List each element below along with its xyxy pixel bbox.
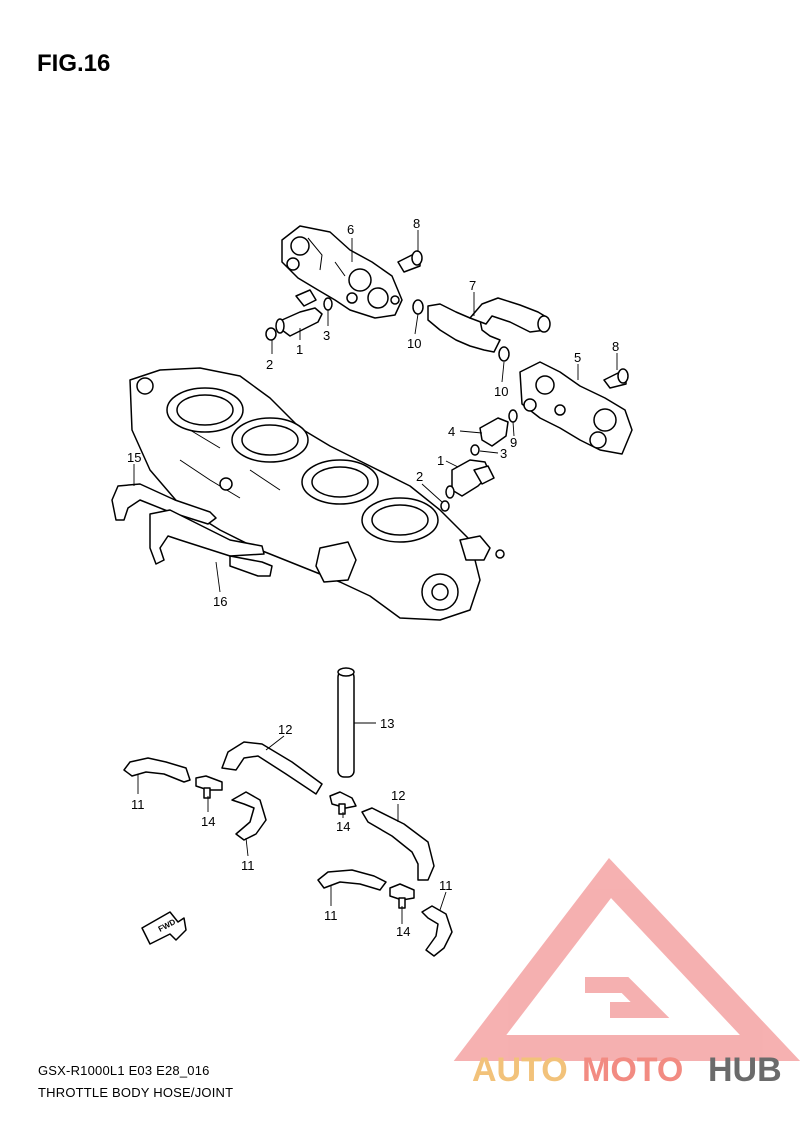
bolt-8-lower xyxy=(603,368,629,389)
hose-13 xyxy=(337,667,355,778)
hose-11-c xyxy=(317,869,387,891)
hose-11-b xyxy=(231,791,267,841)
callout-1-lower: 1 xyxy=(437,453,444,468)
injector-1-upper xyxy=(275,289,323,337)
joint-14-c xyxy=(389,883,415,909)
callout-14-a: 14 xyxy=(201,814,215,829)
callout-9: 9 xyxy=(510,435,517,450)
o-ring-3-upper xyxy=(323,297,333,311)
callout-16: 16 xyxy=(213,594,227,609)
watermark-logo xyxy=(453,857,800,1061)
callout-12-a: 12 xyxy=(278,722,292,737)
throttle-body xyxy=(129,367,505,621)
callout-4: 4 xyxy=(448,424,455,439)
fuel-pipe-7 xyxy=(427,297,551,353)
o-ring-2-lower xyxy=(440,500,450,512)
callout-14-c: 14 xyxy=(396,924,410,939)
callout-14-b: 14 xyxy=(336,819,350,834)
callout-15: 15 xyxy=(127,450,141,465)
hose-16 xyxy=(149,509,273,577)
callout-2-lower: 2 xyxy=(416,469,423,484)
callout-8-upper: 8 xyxy=(413,216,420,231)
injector-1-lower xyxy=(445,459,495,499)
watermark-text-hub: HUB xyxy=(708,1051,782,1089)
watermark-text-moto: MOTO xyxy=(582,1051,683,1089)
callout-11-d: 11 xyxy=(439,878,453,893)
bolt-8-upper xyxy=(397,250,423,273)
hose-12-a xyxy=(221,741,323,795)
callout-12-b: 12 xyxy=(391,788,405,803)
footer-caption: THROTTLE BODY HOSE/JOINT xyxy=(38,1085,234,1100)
callout-13: 13 xyxy=(380,716,394,731)
callout-11-a: 11 xyxy=(131,797,145,812)
footer-model-code: GSX-R1000L1 E03 E28_016 xyxy=(38,1063,210,1078)
o-ring-10-a xyxy=(412,299,424,315)
callout-3-lower: 3 xyxy=(500,446,507,461)
callout-8-lower: 8 xyxy=(612,339,619,354)
figure-title: FIG.16 xyxy=(37,50,111,77)
callout-1-upper: 1 xyxy=(296,342,303,357)
callout-10-b: 10 xyxy=(494,384,508,399)
o-ring-3-lower xyxy=(470,444,480,456)
hose-11-d xyxy=(421,905,453,957)
leader-lines xyxy=(133,230,618,924)
watermark-text-auto: AUTO xyxy=(472,1051,568,1089)
delivery-pipe-6 xyxy=(281,225,403,319)
callout-10-a: 10 xyxy=(407,336,421,351)
callout-7: 7 xyxy=(469,278,476,293)
callout-5: 5 xyxy=(574,350,581,365)
o-ring-9 xyxy=(508,409,518,423)
joint-4 xyxy=(479,417,509,447)
joint-14-a xyxy=(195,775,223,799)
hose-11-a xyxy=(123,757,191,783)
callout-6: 6 xyxy=(347,222,354,237)
o-ring-2-upper xyxy=(265,327,277,341)
joint-14-b xyxy=(329,791,357,815)
delivery-pipe-5 xyxy=(519,361,633,455)
callout-labels: 6 8 7 5 8 1 2 3 10 10 4 9 3 1 2 15 16 13… xyxy=(127,216,619,939)
hose-12-b xyxy=(361,807,435,881)
o-ring-10-b xyxy=(498,346,510,362)
callout-11-b: 11 xyxy=(241,858,255,873)
callout-11-c: 11 xyxy=(324,908,338,923)
fwd-arrow-icon: FWD xyxy=(141,911,187,945)
callout-2-upper: 2 xyxy=(266,357,273,372)
callout-3-upper: 3 xyxy=(323,328,330,343)
